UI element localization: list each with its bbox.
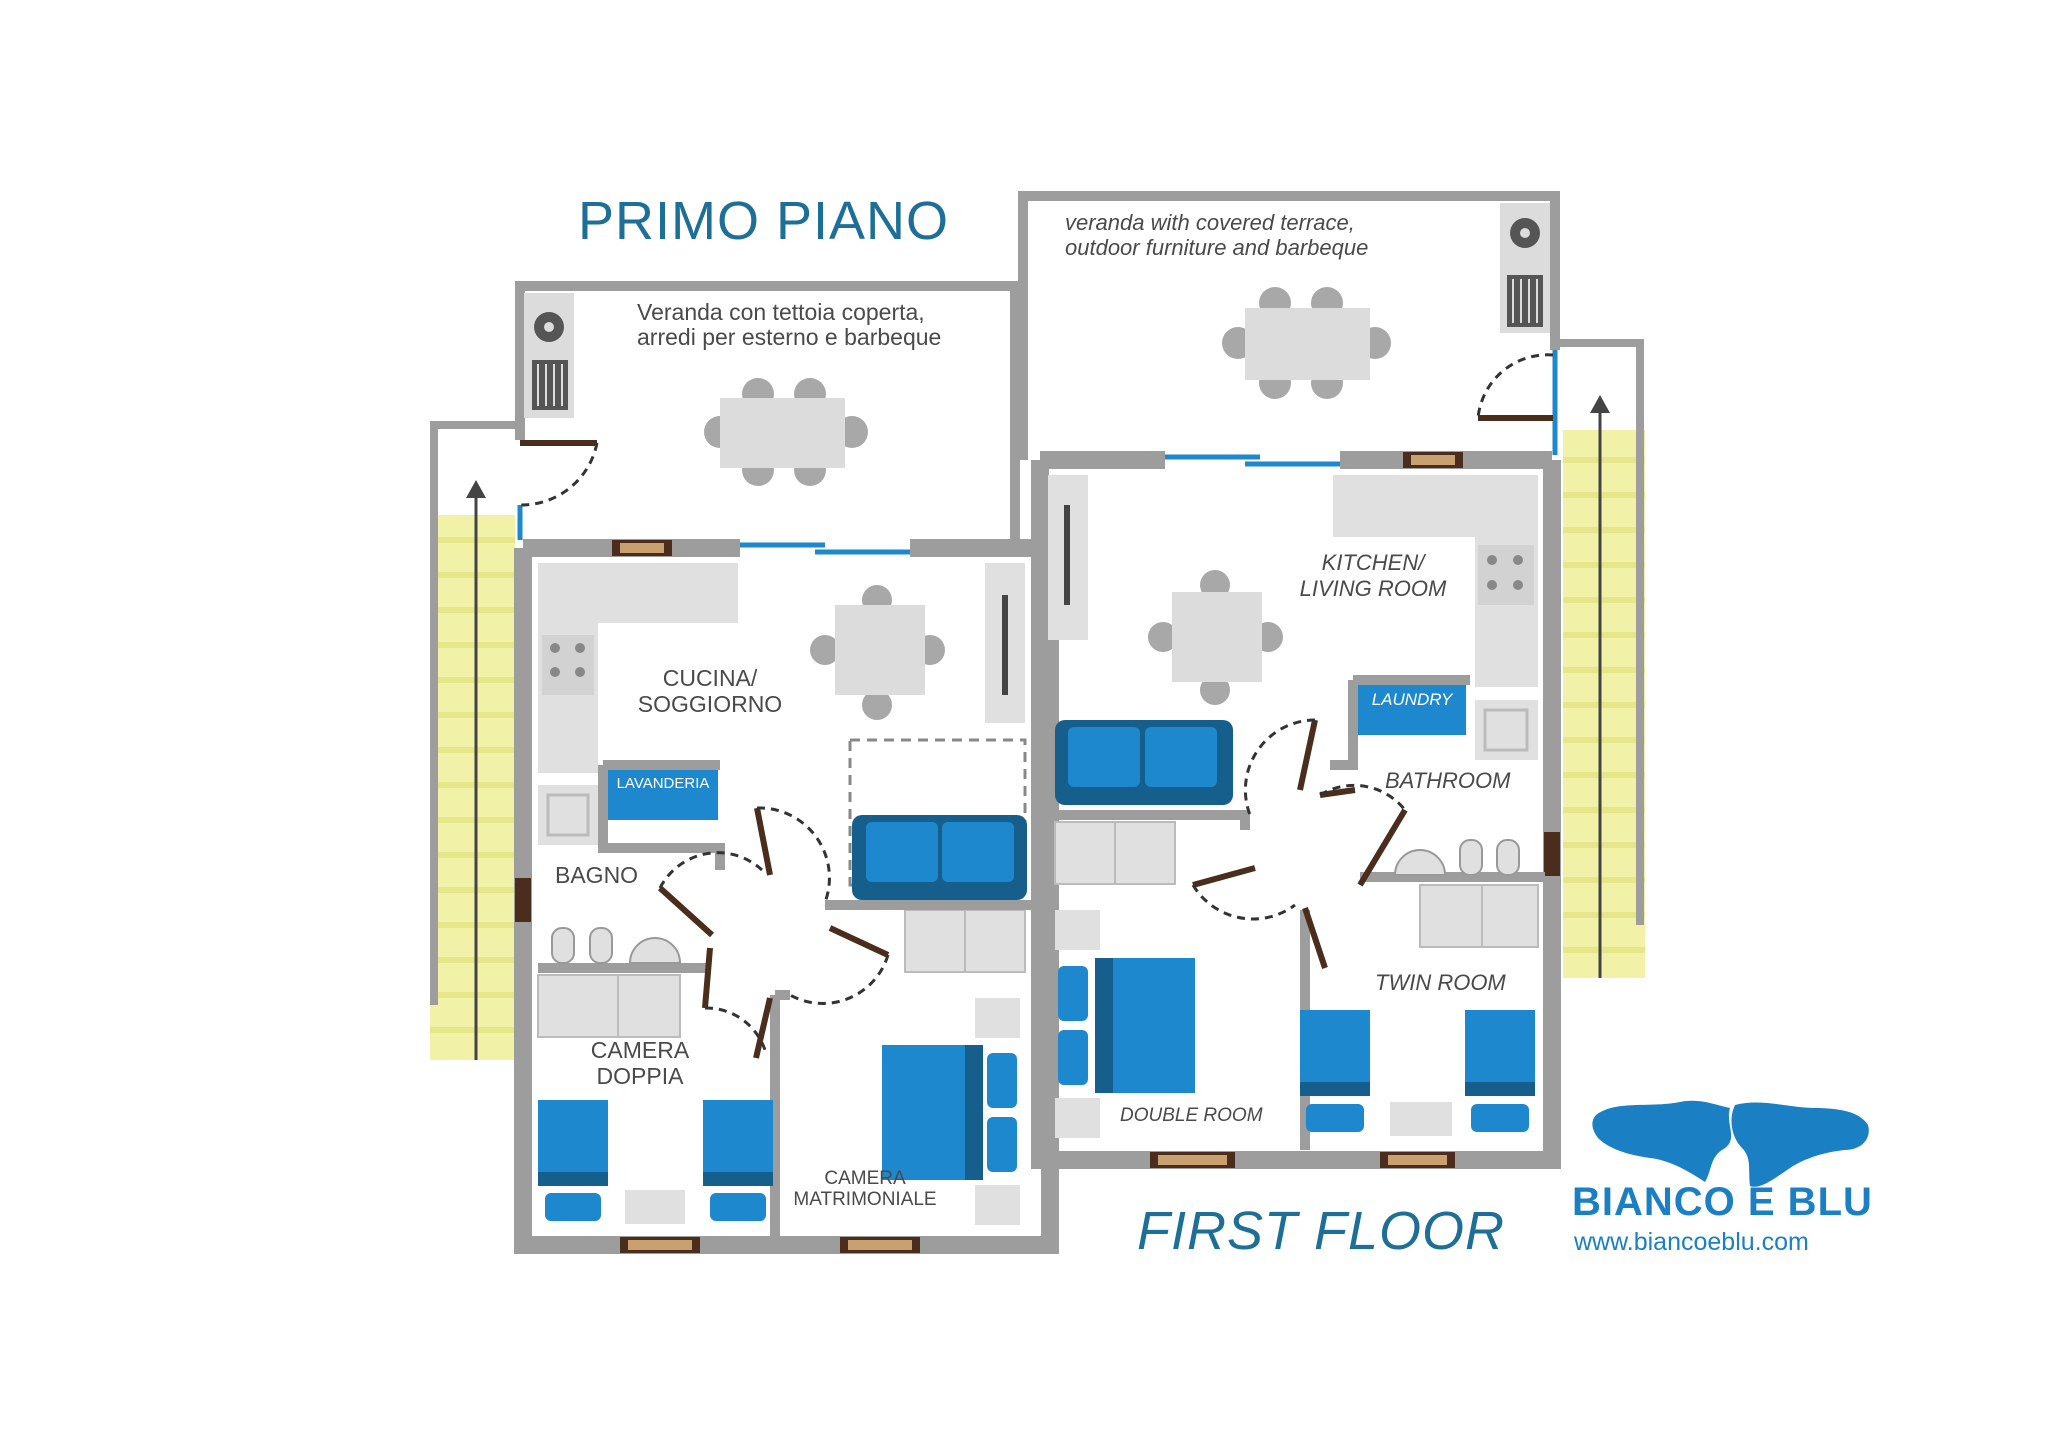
- label-camera-doppia-line1: CAMERA: [590, 1037, 690, 1063]
- title-first-floor: FIRST FLOOR: [1137, 1201, 1506, 1261]
- left-veranda-table: [704, 378, 868, 486]
- veranda-it-line2: arredi per esterno e barbeque: [637, 324, 942, 350]
- veranda-description-italian: Veranda con tettoia coperta, arredi per …: [637, 300, 941, 350]
- label-cucina-soggiorno: CUCINA/ SOGGIORNO: [620, 665, 800, 717]
- right-bathroom-walls: [1330, 675, 1545, 882]
- left-double-bed: [882, 998, 1020, 1225]
- label-bathroom: BATHROOM: [1385, 768, 1511, 793]
- left-veranda-door: [519, 440, 599, 507]
- left-doors: [515, 540, 920, 1253]
- brand-name: BIANCO E BLU: [1572, 1180, 1873, 1224]
- label-cucina-line1: CUCINA/: [662, 665, 758, 691]
- right-sofa: [1055, 720, 1233, 805]
- right-veranda-table: [1222, 287, 1391, 399]
- right-bathroom-fixtures: [1393, 839, 1520, 876]
- label-bagno: BAGNO: [555, 862, 639, 888]
- title-primo-piano: PRIMO PIANO: [578, 191, 950, 251]
- left-sofabed-outline: [848, 738, 1027, 887]
- right-staircase: [1555, 339, 1645, 978]
- label-kitchen-line2: LIVING ROOM: [1299, 576, 1447, 601]
- right-double-bed: [1055, 910, 1195, 1138]
- left-bbq-grill: [524, 293, 574, 418]
- veranda-it-line1: Veranda con tettoia coperta,: [637, 299, 925, 325]
- left-apartment: [430, 281, 1059, 1254]
- right-veranda-door: [1476, 353, 1554, 421]
- bianco-e-blu-logo-icon: [1592, 1100, 1869, 1187]
- left-staircase: [430, 421, 520, 1060]
- left-interior-walls: [770, 900, 1040, 1240]
- lavanderia-box: [608, 765, 718, 820]
- right-window-slider: [1165, 454, 1340, 467]
- left-twin-beds: [538, 1100, 773, 1224]
- left-tall-cabinet: [985, 563, 1025, 723]
- label-camera-matrimoniale-line1: CAMERA: [824, 1168, 906, 1189]
- right-doors: [1150, 452, 1560, 1168]
- left-veranda: [515, 281, 1020, 540]
- right-veranda: [1018, 191, 1560, 460]
- label-camera-doppia: CAMERA DOPPIA: [570, 1037, 710, 1089]
- right-bbq-grill: [1500, 203, 1550, 333]
- label-lavanderia: LAVANDERIA: [616, 775, 710, 792]
- label-kitchen-living-room: KITCHEN/ LIVING ROOM: [1283, 550, 1463, 602]
- right-kitchen-counter: [1333, 475, 1538, 760]
- brand-url[interactable]: www.biancoeblu.com: [1574, 1228, 1809, 1256]
- left-kitchen-counter: [538, 563, 738, 845]
- left-wardrobes: [537, 909, 1026, 1038]
- left-window-slider: [740, 542, 910, 555]
- label-laundry: LAUNDRY: [1371, 690, 1453, 709]
- label-camera-matrimoniale-line2: MATRIMONIALE: [793, 1189, 937, 1210]
- left-bathroom-fixtures: [551, 927, 682, 964]
- veranda-en-line2: outdoor furniture and barbeque: [1065, 235, 1369, 260]
- label-camera-matrimoniale: CAMERA MATRIMONIALE: [775, 1168, 955, 1210]
- left-interior-doors: [657, 806, 890, 1059]
- veranda-description-english: veranda with covered terrace, outdoor fu…: [1065, 210, 1368, 260]
- label-double-room: DOUBLE ROOM: [1120, 1105, 1263, 1126]
- left-kitchen-table: [810, 585, 945, 720]
- right-kitchen-table: [1148, 570, 1283, 705]
- label-kitchen-line1: KITCHEN/: [1321, 550, 1425, 575]
- left-bathroom-walls: [538, 760, 725, 973]
- left-sofa: [852, 815, 1027, 900]
- right-wardrobes: [1054, 821, 1539, 948]
- right-apartment: [1018, 191, 1645, 1169]
- veranda-en-line1: veranda with covered terrace,: [1065, 210, 1355, 235]
- right-tall-cabinet: [1048, 475, 1088, 640]
- laundry-box: [1358, 680, 1466, 735]
- label-camera-doppia-line2: DOPPIA: [596, 1063, 684, 1089]
- right-twin-beds: [1300, 1010, 1535, 1136]
- label-twin-room: TWIN ROOM: [1375, 970, 1506, 995]
- right-interior-doors: [1191, 718, 1408, 969]
- label-cucina-line2: SOGGIORNO: [637, 691, 783, 717]
